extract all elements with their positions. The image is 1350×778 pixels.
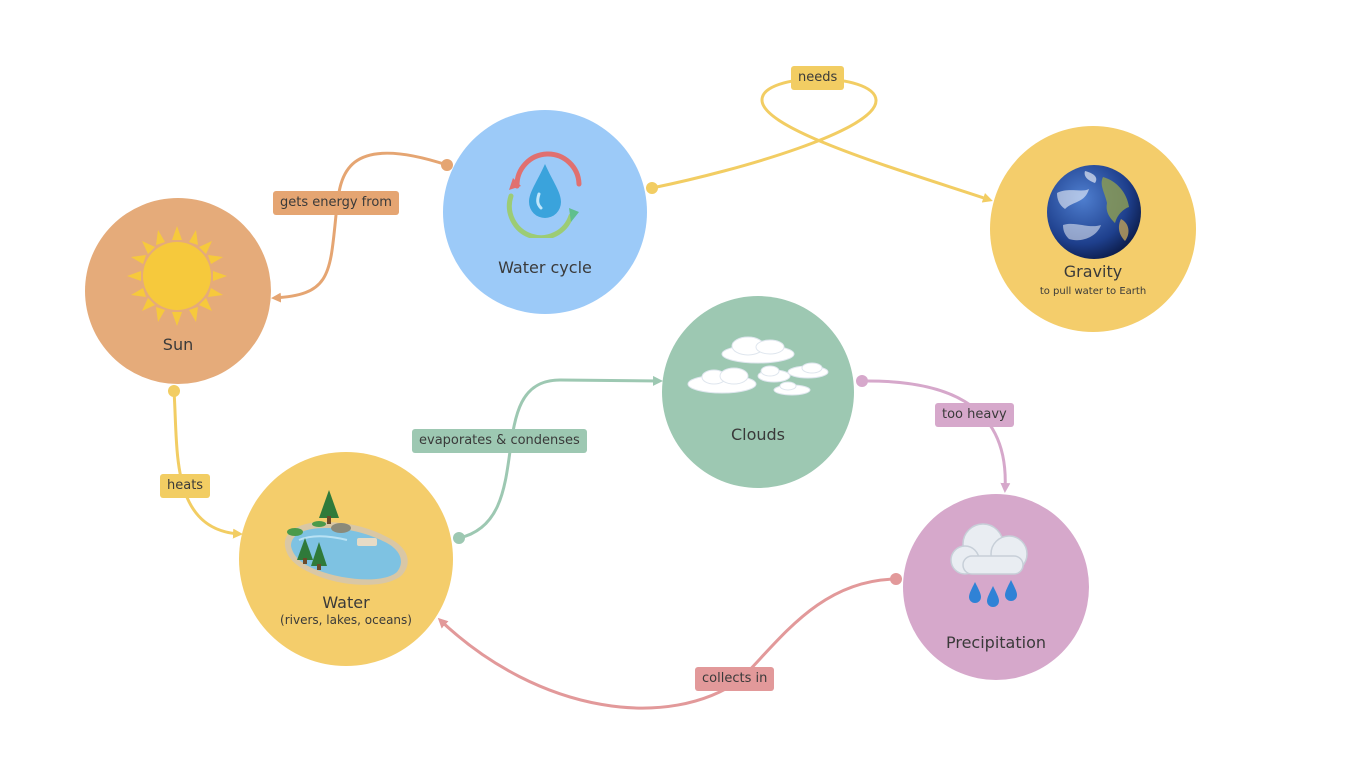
node-subtitle: to pull water to Earth — [1039, 286, 1147, 297]
node-water-cycle[interactable]: Water cycle — [443, 110, 647, 314]
earth-globe-icon — [1047, 165, 1141, 259]
edge-too-heavy[interactable] — [856, 375, 1011, 493]
node-title: Precipitation — [945, 633, 1046, 652]
edge-evaporates-condenses[interactable] — [453, 375, 663, 544]
node-clouds[interactable]: Clouds — [662, 296, 854, 488]
node-title: Sun — [162, 335, 194, 354]
edge-label-collects-in[interactable]: collects in — [695, 667, 775, 691]
edge-gets-energy-from[interactable] — [271, 151, 453, 303]
node-title: Gravity — [1063, 262, 1123, 281]
lake-icon — [284, 490, 408, 585]
node-subtitle: (rivers, lakes, oceans) — [280, 613, 412, 627]
edge-collects-in[interactable] — [437, 573, 902, 710]
node-sun[interactable]: Sun — [85, 198, 271, 384]
edge-label-heats[interactable]: heats — [160, 474, 211, 498]
node-title: Water — [322, 593, 370, 612]
edge-heats[interactable] — [168, 385, 243, 539]
edge-label-too-heavy[interactable]: too heavy — [935, 403, 1014, 427]
node-water[interactable]: Water (rivers, lakes, oceans) — [239, 452, 453, 666]
edge-needs[interactable] — [646, 77, 993, 203]
edge-label-evaporates-condenses[interactable]: evaporates & condenses — [412, 429, 587, 453]
node-gravity[interactable]: Gravity to pull water to Earth — [990, 126, 1196, 332]
edge-label-gets-energy-from[interactable]: gets energy from — [273, 191, 399, 215]
rain-cloud-icon — [950, 523, 1028, 607]
water-cycle-droplet-icon — [506, 151, 582, 238]
node-title: Clouds — [730, 425, 786, 444]
clouds-icon — [687, 336, 829, 396]
node-precipitation[interactable]: Precipitation — [903, 494, 1089, 680]
node-title: Water cycle — [498, 258, 592, 277]
edge-label-needs[interactable]: needs — [791, 66, 845, 90]
sun-icon — [127, 226, 227, 326]
